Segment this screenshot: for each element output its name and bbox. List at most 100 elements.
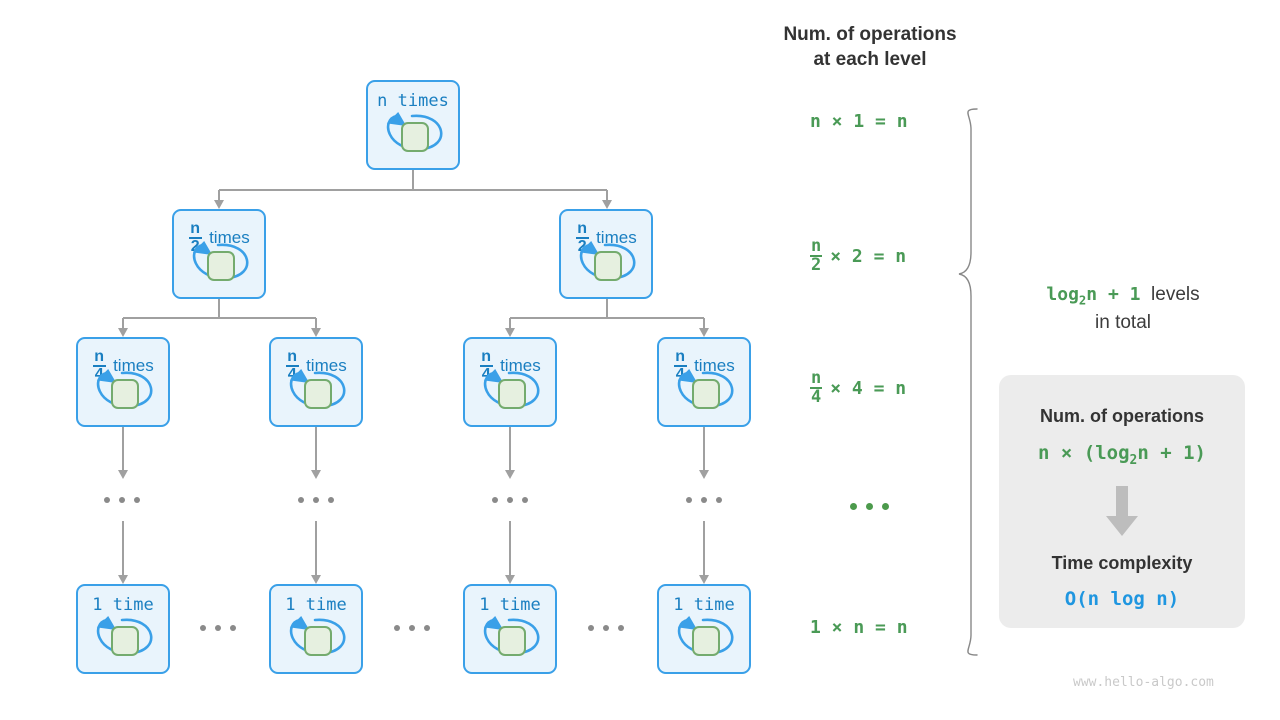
dot	[716, 497, 722, 503]
dot	[134, 497, 140, 503]
operations-column-title: Num. of operations at each level	[783, 24, 957, 71]
formula-rest: × 4 = n	[830, 377, 907, 399]
times-word: times	[113, 355, 154, 375]
dot	[230, 625, 236, 631]
in-total-label: in total	[1095, 311, 1151, 333]
level-1-ops: n × 1 = n	[810, 111, 908, 132]
dot	[866, 503, 873, 510]
ellipsis-between-leaves-3	[588, 625, 624, 631]
tree-node-level-1-1: n times	[366, 80, 460, 170]
ellipsis-between-levels-3	[492, 497, 528, 503]
dot	[522, 497, 528, 503]
levels-in-total-note: log2n + 1 levels in total	[1010, 282, 1236, 337]
levels-brace	[958, 108, 978, 656]
self-loop-icon	[483, 616, 540, 656]
ellipsis-between-leaves-2	[394, 625, 430, 631]
ellipsis-between-leaves-1	[200, 625, 236, 631]
dot	[313, 497, 319, 503]
self-loop-icon	[289, 616, 346, 656]
times-word: times	[209, 227, 250, 247]
dot	[507, 497, 513, 503]
dot	[328, 497, 334, 503]
self-loop-icon	[386, 112, 443, 152]
tree-node-level-last-4: 1 time	[657, 584, 751, 674]
levels-word	[1140, 284, 1151, 305]
dot	[701, 497, 707, 503]
self-loop-icon	[96, 616, 153, 656]
self-loop-icon	[677, 369, 734, 409]
times-word: times	[596, 227, 637, 247]
self-loop-icon	[192, 241, 249, 281]
ellipsis-between-levels-2	[298, 497, 334, 503]
dot	[215, 625, 221, 631]
dot	[603, 625, 609, 631]
dot	[492, 497, 498, 503]
times-word: times	[500, 355, 541, 375]
tree-node-level-last-2: 1 time	[269, 584, 363, 674]
tree-node-level-last-3: 1 time	[463, 584, 557, 674]
dot	[394, 625, 400, 631]
node-label: 1 time	[673, 595, 735, 615]
dot	[850, 503, 857, 510]
card-heading-time-complexity: Time complexity	[1051, 552, 1193, 573]
dot	[424, 625, 430, 631]
formula-ellipsis	[850, 503, 889, 510]
node-label: n times	[377, 91, 449, 111]
dot	[200, 625, 206, 631]
dot	[686, 497, 692, 503]
card-heading-operations: Num. of operations	[1039, 406, 1204, 426]
self-loop-icon	[579, 241, 636, 281]
dot	[119, 497, 125, 503]
dot	[104, 497, 110, 503]
times-word: times	[694, 355, 735, 375]
summary-card: Num. of operations n × (log2n + 1) Time …	[999, 375, 1245, 628]
down-arrow-icon	[1106, 485, 1138, 536]
formula-rest: × 2 = n	[830, 245, 907, 267]
level-last-ops: 1 × n = n	[810, 617, 908, 638]
dot	[618, 625, 624, 631]
node-label: 1 time	[92, 595, 154, 615]
levels-label: levels	[1151, 284, 1200, 305]
tree-node-level-last-1: 1 time	[76, 584, 170, 674]
times-word: times	[306, 355, 347, 375]
self-loop-icon	[677, 616, 734, 656]
dot	[409, 625, 415, 631]
ellipsis-between-levels-1	[104, 497, 140, 503]
dot	[882, 503, 889, 510]
self-loop-icon	[96, 369, 153, 409]
self-loop-icon	[289, 369, 346, 409]
log-levels-formula: log2n + 1	[1046, 284, 1141, 308]
node-label: 1 time	[285, 595, 347, 615]
dot	[298, 497, 304, 503]
ellipsis-between-levels-4	[686, 497, 722, 503]
node-label: 1 time	[479, 595, 541, 615]
self-loop-icon	[483, 369, 540, 409]
dot	[588, 625, 594, 631]
card-operations-expression: n × (log2n + 1)	[1038, 442, 1206, 468]
watermark: www.hello-algo.com	[1073, 675, 1214, 690]
card-complexity-result: O(n log n)	[1064, 587, 1180, 610]
